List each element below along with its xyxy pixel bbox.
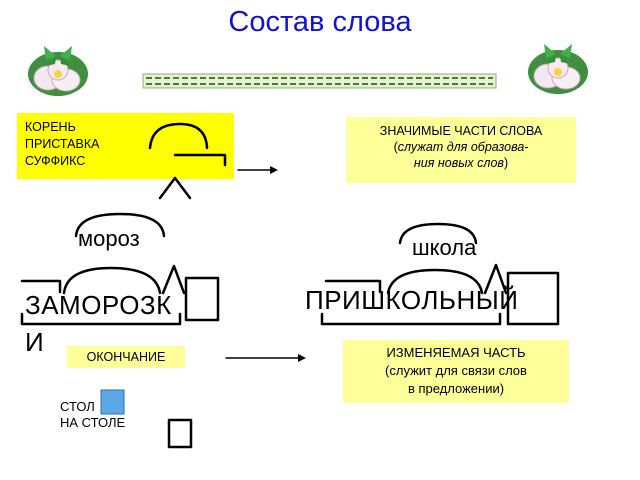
paren-open: ( — [393, 140, 398, 154]
word-zamorozki: ЗАМОРОЗК — [25, 290, 172, 320]
butterfly-flower-icon — [528, 44, 588, 94]
significant-desc-1: служат для образова- — [397, 140, 529, 154]
root-label: КОРЕНЬ — [25, 120, 76, 134]
paren-close: ) — [503, 156, 509, 170]
changeable-title: ИЗМЕНЯЕМАЯ ЧАСТЬ — [386, 345, 526, 360]
word-zamorozki-ending: И — [25, 327, 45, 357]
word-prishkolny: ПРИШКОЛЬНЫЙ — [305, 285, 519, 315]
word-moroz: мороз — [78, 226, 140, 251]
butterfly-flower-icon — [28, 46, 88, 96]
significant-title: ЗНАЧИМЫЕ ЧАСТИ СЛОВА — [379, 124, 543, 138]
ending-box: ОКОНЧАНИЕ — [67, 346, 185, 368]
prefix-label: ПРИСТАВКА — [25, 137, 100, 151]
example-stol: СТОЛ — [60, 399, 95, 414]
example-na-stole: НА СТОЛЕ — [60, 415, 126, 430]
word-shkola: школа — [412, 235, 477, 260]
significant-desc-2: ния новых слов — [413, 156, 504, 170]
changeable-desc-2: в предложении) — [407, 381, 505, 396]
suffix-label: СУФФИКС — [25, 154, 86, 168]
significant-parts-box: ЗНАЧИМЫЕ ЧАСТИ СЛОВА (служат для образов… — [346, 117, 576, 183]
page-title: Состав слова — [228, 6, 412, 38]
morpheme-legend-box: КОРЕНЬ ПРИСТАВКА СУФФИКС — [17, 113, 234, 179]
chain-border — [142, 73, 497, 89]
changeable-desc-1: (служит для связи слов — [385, 363, 527, 378]
changeable-part-box: ИЗМЕНЯЕМАЯ ЧАСТЬ (служит для связи слов … — [343, 340, 569, 403]
